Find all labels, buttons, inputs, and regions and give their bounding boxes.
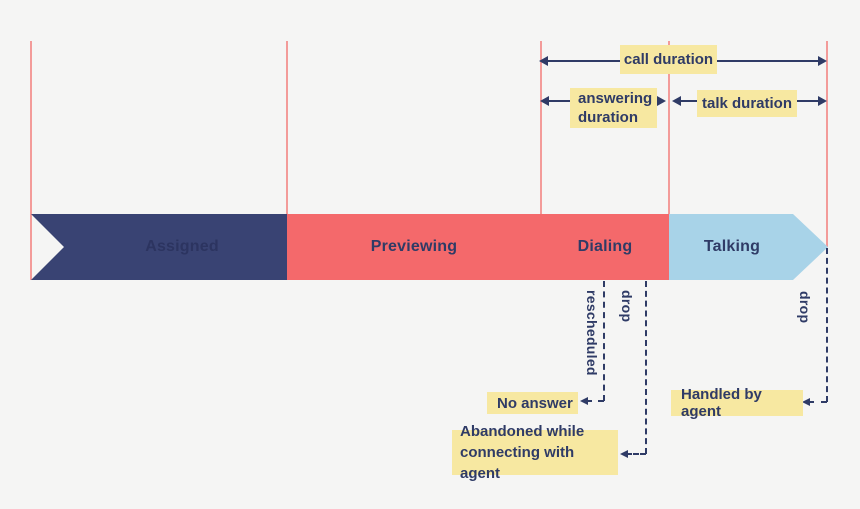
guide-line-assigned-start <box>30 41 32 280</box>
guide-line-dialing-start <box>540 41 542 214</box>
arrowhead-right-icon <box>818 96 827 106</box>
answering-duration-label: answering duration <box>570 88 657 128</box>
drop-dialing-label: drop <box>619 290 635 323</box>
guide-line-call-end <box>826 41 828 247</box>
stage-dialing: Dialing <box>541 214 669 280</box>
arrowhead-right-icon <box>818 56 827 66</box>
call-duration-label: call duration <box>620 45 717 74</box>
arrowhead-left-icon <box>539 56 548 66</box>
handled-by-agent-label: Handled by agent <box>671 386 803 420</box>
stage-previewing-label: Previewing <box>370 238 458 255</box>
connector-drop-talking-vertical <box>826 248 828 402</box>
arrowhead-left-icon <box>620 450 628 458</box>
talk-duration-label: talk duration <box>697 90 797 117</box>
arrowhead-left-icon <box>802 398 810 406</box>
stage-dialing-label: Dialing <box>577 238 633 255</box>
abandoned-label: Abandoned while connecting with agent <box>452 423 618 482</box>
stage-assigned-label: Assigned <box>145 238 219 255</box>
connector-drop-dialing-horizontal <box>626 453 646 455</box>
drop-talking-label: drop <box>797 291 813 324</box>
arrowhead-left-icon <box>580 397 588 405</box>
stage-talking-label: Talking <box>703 238 761 255</box>
connector-drop-dialing-vertical <box>645 281 647 454</box>
arrowhead-left-icon <box>540 96 549 106</box>
arrowhead-right-icon <box>657 96 666 106</box>
connector-rescheduled-horizontal <box>586 400 604 402</box>
connector-drop-talking-horizontal <box>808 401 827 403</box>
stage-talking: Talking <box>669 214 828 280</box>
stage-assigned: Assigned <box>31 214 287 280</box>
no-answer-label: No answer <box>487 392 578 414</box>
guide-line-talking-start <box>668 41 670 214</box>
arrowhead-left-icon <box>672 96 681 106</box>
guide-line-previewing-start <box>286 41 288 214</box>
stage-previewing: Previewing <box>287 214 541 280</box>
connector-rescheduled-vertical <box>603 281 605 401</box>
rescheduled-label: rescheduled <box>584 290 600 376</box>
